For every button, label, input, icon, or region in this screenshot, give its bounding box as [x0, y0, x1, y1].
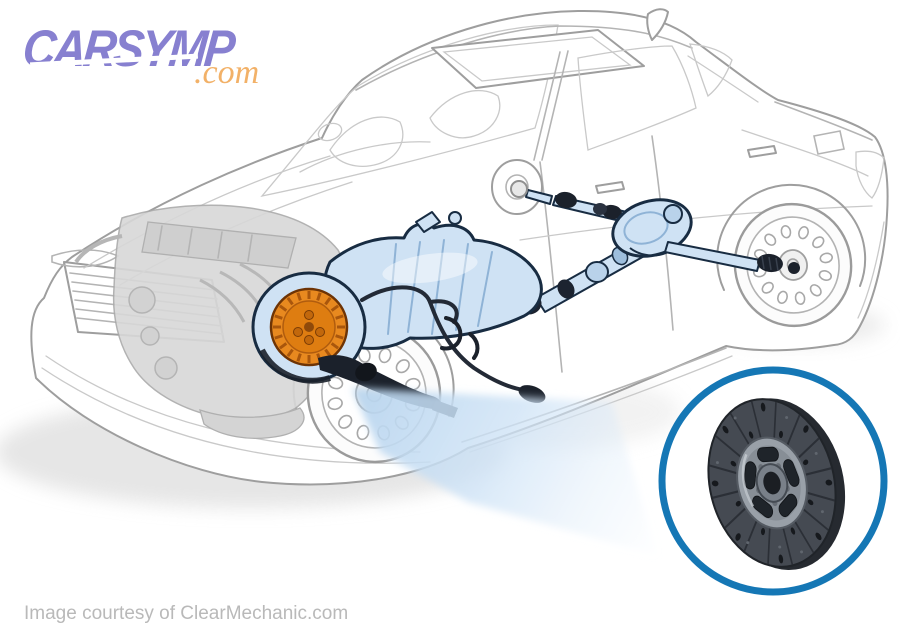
site-logo: CARSYMP .com [20, 18, 306, 98]
fuel-door [813, 130, 845, 155]
clutch-disc-detail [707, 398, 846, 571]
rear-wheel-arch [716, 183, 867, 291]
door-handle-front [595, 181, 625, 194]
clutch-highlight [269, 287, 349, 367]
image-credit: Image courtesy of ClearMechanic.com [24, 603, 349, 624]
antenna [646, 8, 669, 41]
taillight [855, 150, 885, 199]
logo-tld-text: .com [194, 54, 260, 91]
windshield [260, 24, 559, 198]
sunroof [431, 29, 645, 89]
transmission [251, 211, 543, 384]
rear-axle-left [510, 180, 637, 225]
side-mirror [317, 122, 343, 142]
spotlight-beam [352, 388, 658, 556]
rear-axle-right [664, 241, 800, 274]
magnifier-circle [658, 366, 888, 596]
logo-brand-text: CARSYMP [20, 19, 235, 78]
door-handle-rear [747, 145, 777, 158]
